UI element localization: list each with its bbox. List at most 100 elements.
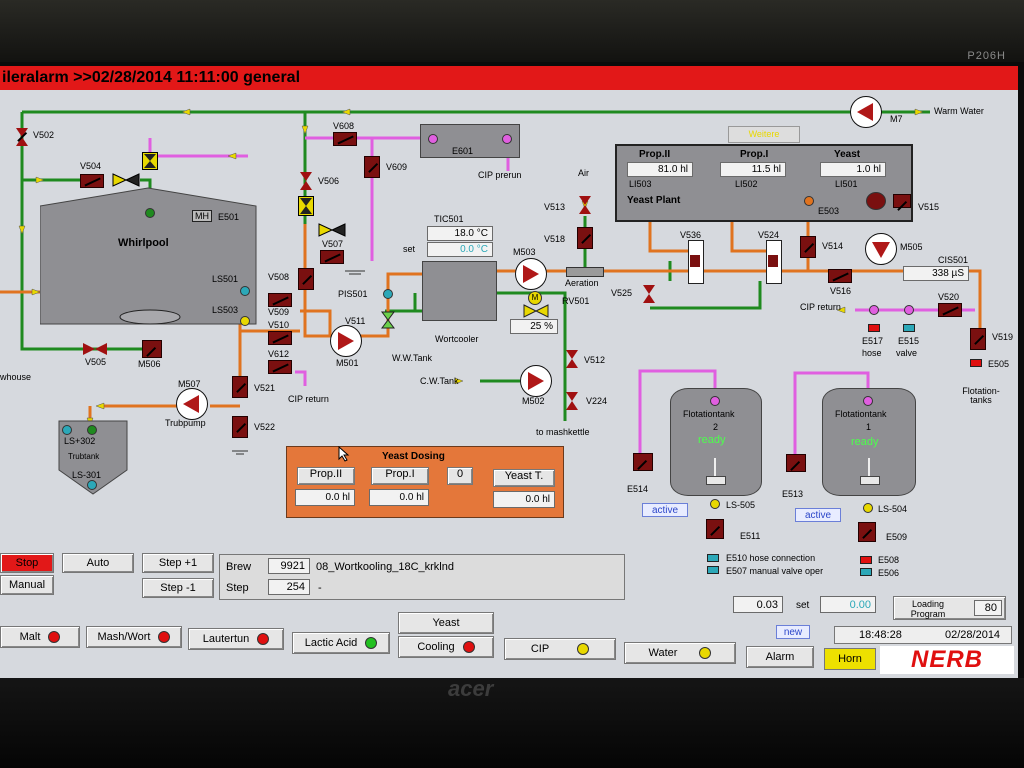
- v520-label: V520: [938, 292, 960, 302]
- v515-motor[interactable]: [866, 192, 886, 210]
- nav-cip-button[interactable]: CIP: [504, 638, 616, 660]
- v518-valve[interactable]: [577, 227, 593, 249]
- v511-label: V511: [345, 316, 366, 326]
- v510-label: V510: [268, 320, 290, 330]
- ft2-float: [706, 476, 726, 485]
- m502-pump[interactable]: [520, 365, 552, 397]
- nav-water-button[interactable]: Water: [624, 642, 736, 664]
- horn-button[interactable]: Horn: [824, 648, 876, 670]
- v504b-valve[interactable]: [112, 173, 140, 187]
- v524-sight-glass[interactable]: [766, 240, 782, 284]
- v507b-valve[interactable]: [318, 223, 346, 237]
- v515-valve[interactable]: [893, 194, 911, 208]
- e508-label: E508: [878, 555, 900, 565]
- dosing-prop2-value: 0.0 hl: [295, 489, 355, 506]
- cip-status-lamp: [577, 643, 590, 656]
- e511-valve[interactable]: [706, 519, 724, 539]
- ft1-level-rod: [868, 458, 870, 478]
- m7-pump[interactable]: [850, 96, 882, 128]
- m501-pump[interactable]: [330, 325, 362, 357]
- trubtank[interactable]: [58, 420, 128, 495]
- brew-number-value: 9921: [268, 558, 310, 574]
- v224-valve[interactable]: [564, 390, 580, 412]
- dosing-prop2-button[interactable]: Prop.II: [297, 467, 355, 485]
- step-plus-button[interactable]: Step +1: [142, 553, 214, 573]
- dosing-count-button[interactable]: 0: [447, 467, 473, 485]
- ft2-status: ready: [698, 434, 726, 446]
- v508-valve[interactable]: [298, 268, 314, 290]
- v521-valve[interactable]: [232, 376, 248, 398]
- v525-valve[interactable]: [641, 283, 657, 305]
- v509-valve[interactable]: [268, 293, 292, 307]
- m503-label: M503: [513, 247, 536, 257]
- v516-label: V516: [830, 286, 852, 296]
- nav-alarm-button[interactable]: Alarm: [746, 646, 814, 668]
- ft1-active-badge[interactable]: active: [795, 508, 841, 522]
- nav-malt-button[interactable]: Malt: [0, 626, 80, 648]
- process-set-input[interactable]: 0.00: [820, 596, 876, 613]
- brew-label: Brew: [226, 561, 252, 573]
- nav-lautertun-button[interactable]: Lautertun: [188, 628, 284, 650]
- stop-button[interactable]: Stop: [0, 553, 54, 573]
- v522-valve[interactable]: [232, 416, 248, 438]
- manual-button[interactable]: Manual: [0, 575, 54, 595]
- ls503-tag: LS503: [212, 305, 239, 315]
- e515-status: [903, 324, 915, 332]
- dosing-yeast-tank-button[interactable]: Yeast T.: [493, 469, 555, 487]
- dosing-yeast-value: 0.0 hl: [493, 491, 555, 508]
- monitor-bezel-top: [0, 0, 1024, 62]
- nav-mashwort-button[interactable]: Mash/Wort: [86, 626, 182, 648]
- auto-button[interactable]: Auto: [62, 553, 134, 573]
- v510-valve[interactable]: [268, 331, 292, 345]
- v514-label: V514: [822, 241, 844, 251]
- ft1-title: Flotationtank: [835, 409, 887, 419]
- loading-program-panel[interactable]: Loading Program 80: [893, 596, 1006, 620]
- e514-valve[interactable]: [633, 453, 653, 471]
- v512-valve[interactable]: [564, 348, 580, 370]
- v516-valve[interactable]: [828, 269, 852, 283]
- ft2-active-badge[interactable]: active: [642, 503, 688, 517]
- v505-valve[interactable]: [82, 342, 108, 356]
- e513-valve[interactable]: [786, 454, 806, 472]
- v504-valve[interactable]: [80, 174, 104, 188]
- v519-valve[interactable]: [970, 328, 986, 350]
- m505-pump[interactable]: [865, 233, 897, 265]
- v506-valve[interactable]: [298, 170, 314, 192]
- m507-pump[interactable]: [176, 388, 208, 420]
- e509-valve[interactable]: [858, 522, 876, 542]
- whirlpool-tank[interactable]: [40, 184, 258, 326]
- nav-lactic-acid-button[interactable]: Lactic Acid: [292, 632, 390, 654]
- v502-valve[interactable]: [14, 126, 30, 148]
- nav-yeast-button[interactable]: Yeast: [398, 612, 494, 634]
- v536-sight-glass[interactable]: [688, 240, 704, 284]
- v612-valve[interactable]: [268, 360, 292, 374]
- v609-valve[interactable]: [364, 156, 380, 178]
- v507-valve[interactable]: [320, 250, 344, 264]
- dosing-prop1-button[interactable]: Prop.I: [371, 467, 429, 485]
- v506b-valve[interactable]: [298, 196, 314, 216]
- valve-label: valve: [896, 348, 918, 358]
- malt-status-lamp: [48, 631, 61, 644]
- nav-cooling-button[interactable]: Cooling: [398, 636, 494, 658]
- v504c-valve[interactable]: [142, 152, 158, 170]
- alarm-banner[interactable]: ileralarm >>02/28/2014 11:11:00 general: [0, 66, 1018, 90]
- e501-tag: E501: [218, 212, 240, 222]
- tic501-setpoint-input[interactable]: 0.0 °C: [427, 242, 493, 257]
- v608-valve[interactable]: [333, 132, 357, 146]
- rv501-valve[interactable]: [523, 304, 549, 318]
- v513-label: V513: [544, 202, 566, 212]
- water-status-lamp: [699, 647, 712, 660]
- v514-valve[interactable]: [800, 236, 816, 258]
- wortcooler[interactable]: [422, 261, 497, 321]
- trubtank-ls302-indicator: [62, 425, 72, 435]
- m506-motor[interactable]: [142, 340, 162, 358]
- v511-valve[interactable]: [380, 310, 396, 330]
- v513-valve[interactable]: [577, 194, 593, 216]
- trubtank-label: Trubtank: [68, 452, 100, 461]
- m503-pump[interactable]: [515, 258, 547, 290]
- v509-label: V509: [268, 307, 290, 317]
- step-minus-button[interactable]: Step -1: [142, 578, 214, 598]
- new-alarm-badge[interactable]: new: [776, 625, 810, 639]
- trubtank-ls302-label: LS+302: [64, 436, 96, 446]
- v520-valve[interactable]: [938, 303, 962, 317]
